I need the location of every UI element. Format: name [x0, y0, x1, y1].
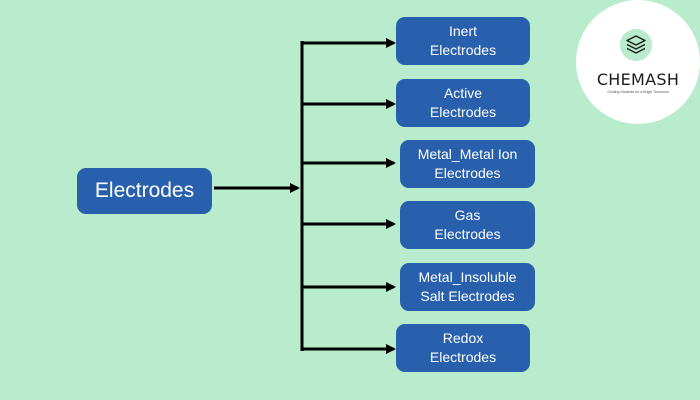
node-label-line1: Metal_Insoluble	[418, 269, 517, 285]
node-label-line1: Gas	[454, 207, 481, 223]
node-metal-insoluble-salt-electrodes: Metal_Insoluble Salt Electrodes	[400, 263, 535, 311]
node-label-line2: Electrodes	[434, 226, 501, 242]
node-label-line2: Electrodes	[429, 349, 497, 365]
node-inert-electrodes: Inert Electrodes	[396, 17, 530, 65]
node-gas-electrodes: Gas Electrodes	[400, 201, 535, 249]
node-label-line2: Electrodes	[434, 165, 501, 181]
node-label-line1: Active	[443, 85, 483, 101]
root-node-label: Electrodes	[94, 179, 195, 202]
node-label-line1: Inert	[448, 23, 477, 39]
chemash-logo: CHEMASH Guiding Students for a Bright To…	[576, 0, 700, 124]
root-node-electrodes: Electrodes	[77, 168, 212, 214]
logo-name: CHEMASH	[596, 70, 680, 89]
node-label-line2: Electrodes	[429, 104, 497, 120]
node-label-line2: Salt Electrodes	[420, 288, 515, 304]
node-label-line1: Redox	[442, 330, 484, 346]
node-label-line1: Metal_Metal Ion	[417, 146, 518, 162]
layers-icon	[620, 29, 652, 61]
node-label-line2: Electrodes	[429, 42, 497, 58]
node-metal-metal-ion-electrodes: Metal_Metal Ion Electrodes	[400, 140, 535, 188]
node-active-electrodes: Active Electrodes	[396, 79, 530, 127]
logo-tagline: Guiding Students for a Bright Tomorrow	[607, 90, 669, 94]
node-redox-electrodes: Redox Electrodes	[396, 324, 530, 372]
